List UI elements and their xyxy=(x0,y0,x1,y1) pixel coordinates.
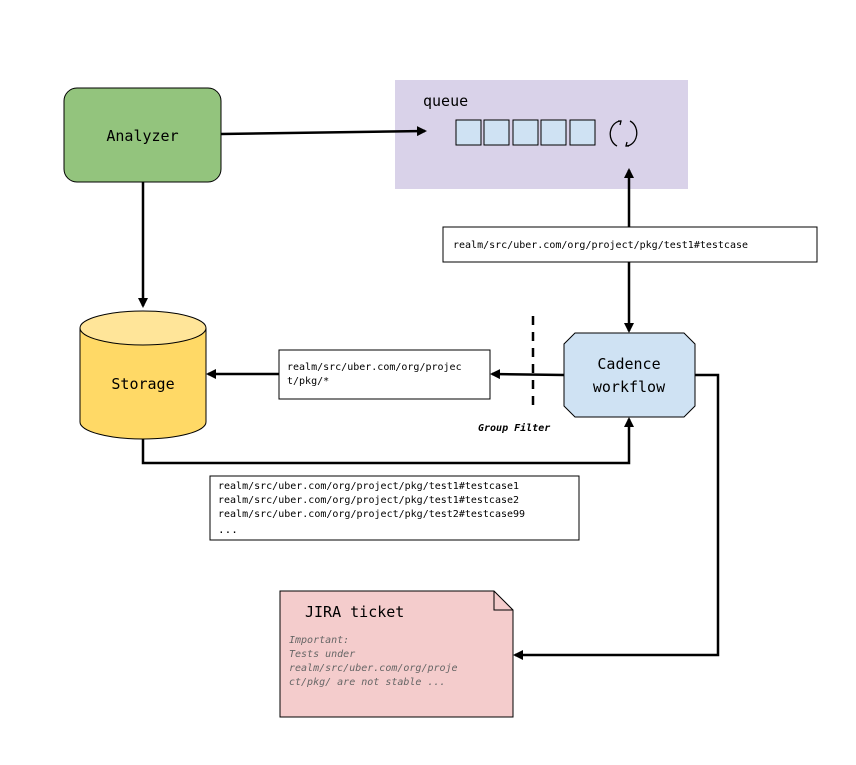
arrow-cadence-to-jira xyxy=(513,373,720,660)
queue-slot xyxy=(483,119,510,146)
queue-slot xyxy=(512,119,539,146)
jira-body-line: Tests under xyxy=(289,649,355,660)
results-list-box: realm/src/uber.com/org/project/pkg/test1… xyxy=(209,475,580,541)
jira-fold-corner xyxy=(493,591,513,611)
analyzer-label: Analyzer xyxy=(106,127,178,145)
arrow-storage-to-cadence xyxy=(141,417,634,465)
queue-slot xyxy=(540,119,567,146)
analyzer-node: Analyzer xyxy=(63,87,222,183)
storage-node: Storage xyxy=(79,310,207,440)
prefix-box: realm/src/uber.com/org/projec t/pkg/* xyxy=(278,349,491,400)
jira-body-line: ct/pkg/ are not stable ... xyxy=(289,677,446,688)
queue-slot xyxy=(455,119,482,146)
results-line: realm/src/uber.com/org/project/pkg/test1… xyxy=(218,495,519,506)
jira-body-line: Important: xyxy=(289,635,349,646)
jira-body-line: realm/src/uber.com/org/proje xyxy=(289,663,458,674)
group-filter-label: Group Filter xyxy=(478,422,550,434)
results-line: realm/src/uber.com/org/project/pkg/test2… xyxy=(218,509,525,520)
test-path-text: realm/src/uber.com/org/project/pkg/test1… xyxy=(453,240,748,251)
jira-ticket: JIRA ticket Important: Tests under realm… xyxy=(279,590,514,718)
queue-slots xyxy=(455,119,596,146)
arrow-analyzer-to-queue xyxy=(220,126,427,137)
refresh-cycle-icon xyxy=(609,120,638,147)
results-line: ... xyxy=(218,523,238,536)
cadence-workflow-node: Cadence workflow xyxy=(563,332,696,418)
storage-label: Storage xyxy=(111,375,174,393)
queue-panel: queue xyxy=(395,80,688,189)
prefix-line1: realm/src/uber.com/org/projec xyxy=(287,362,462,373)
test-path-box: realm/src/uber.com/org/project/pkg/test1… xyxy=(442,226,818,263)
arrow-cadence-to-prefix xyxy=(490,369,565,380)
connectors xyxy=(138,126,720,660)
prefix-line2: t/pkg/* xyxy=(287,376,329,387)
storage-top xyxy=(79,310,207,346)
queue-label: queue xyxy=(423,92,468,110)
cadence-label-line1: Cadence xyxy=(597,355,660,373)
jira-title: JIRA ticket xyxy=(305,603,404,621)
queue-slot xyxy=(569,119,596,146)
cadence-label-line2: workflow xyxy=(593,378,666,396)
results-line: realm/src/uber.com/org/project/pkg/test1… xyxy=(218,481,519,492)
